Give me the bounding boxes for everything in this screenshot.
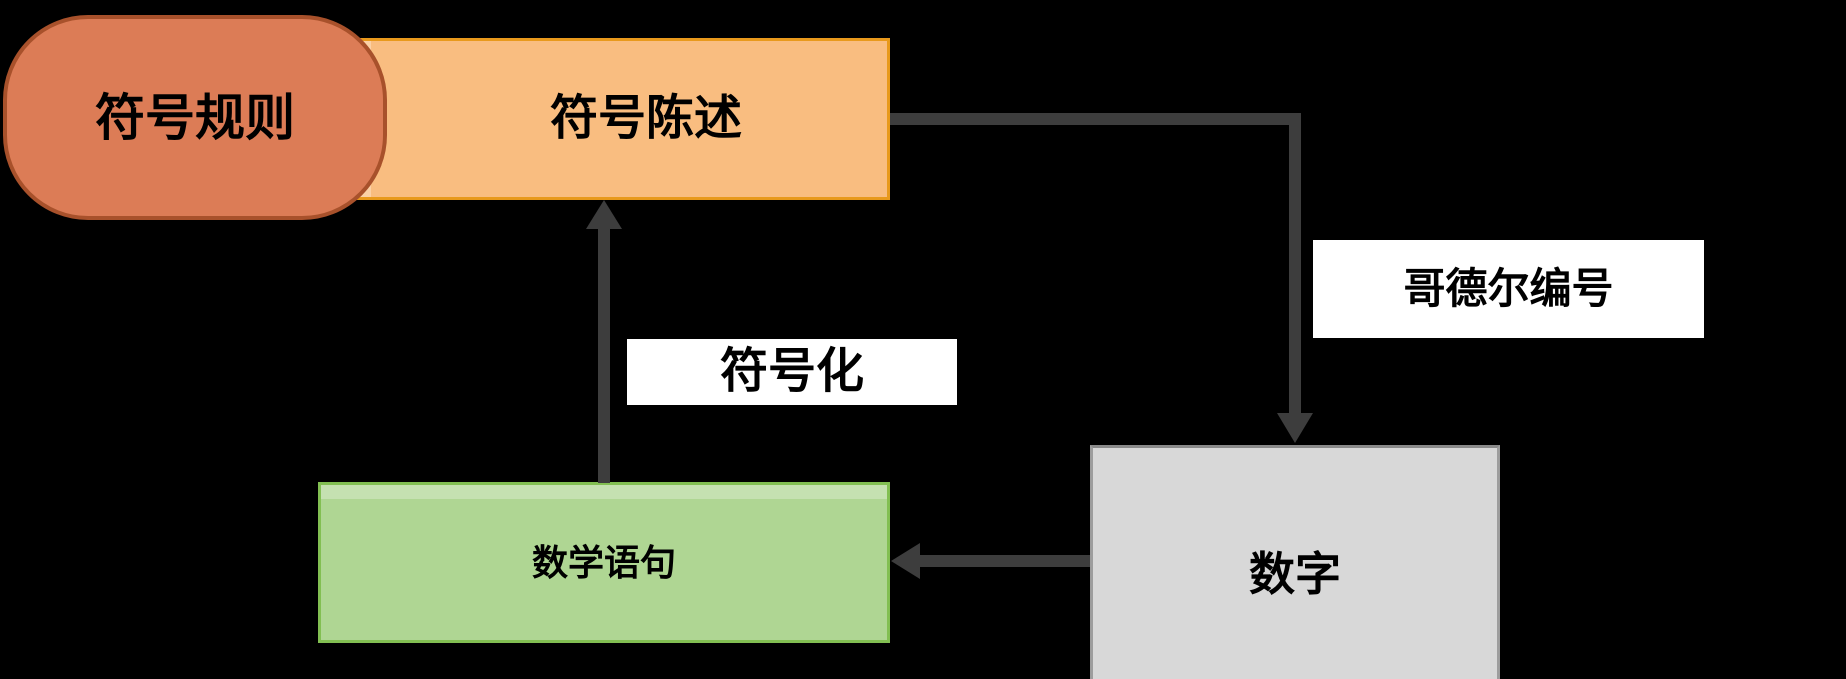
node-symbol-rules: 符号规则	[3, 15, 387, 220]
arrow-symbolization	[586, 200, 622, 483]
node-math-statement: 数学语句	[318, 482, 890, 643]
edge-label-godel-numbering-text: 哥德尔编号	[1403, 265, 1614, 312]
node-number: 数字	[1090, 445, 1500, 679]
node-symbol-rules-label: 符号规则	[95, 89, 295, 146]
node-math-statement-label: 数学语句	[531, 541, 676, 583]
edge-label-godel-numbering: 哥德尔编号	[1313, 240, 1704, 338]
node-symbol-statement: 符号陈述	[330, 38, 890, 200]
edge-label-symbolization: 符号化	[627, 339, 957, 405]
arrow-number-to-math-statement	[891, 543, 1090, 579]
node-number-label: 数字	[1249, 548, 1341, 600]
node-symbol-statement-label: 符号陈述	[549, 92, 742, 145]
edge-label-symbolization-text: 符号化	[719, 345, 864, 398]
